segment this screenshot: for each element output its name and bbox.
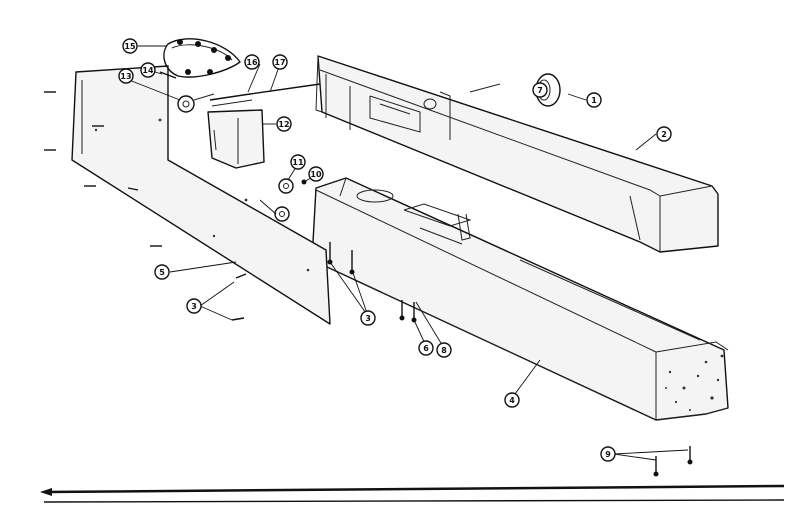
upper-housing-part-2 (315, 55, 719, 253)
svg-text:9: 9 (605, 450, 611, 459)
screws-part-9-bottom (653, 446, 693, 477)
callout-3: 3 (360, 310, 376, 326)
svg-text:13: 13 (120, 72, 131, 81)
callout-12: 12 (276, 116, 292, 132)
svg-text:5: 5 (159, 268, 165, 277)
callout-4: 4 (504, 392, 520, 408)
callout-7: 7 (532, 82, 548, 98)
callout-13: 13 (118, 68, 134, 84)
callout-14: 14 (140, 62, 156, 78)
svg-text:10: 10 (310, 170, 322, 179)
callout-17: 17 (272, 54, 288, 70)
svg-text:7: 7 (537, 86, 543, 95)
callout-5: 5 (154, 264, 170, 280)
pin-part-14 (159, 71, 177, 79)
screws-part-6-8 (399, 300, 417, 323)
motor-bracket-part-12 (207, 109, 265, 169)
callout-16: 16 (244, 54, 260, 70)
svg-text:4: 4 (509, 396, 515, 405)
callout-2: 2 (656, 126, 672, 142)
front-panel-part-1 (71, 65, 331, 325)
svg-text:1: 1 (591, 96, 597, 105)
callout-3-lower: 3 (186, 298, 202, 314)
callout-6: 6 (418, 340, 434, 356)
screws-part-5 (44, 91, 247, 321)
svg-text:3: 3 (191, 302, 197, 311)
callout-11: 11 (290, 154, 306, 170)
leader-lines (123, 45, 689, 461)
base-end-texture (665, 354, 724, 411)
callout-8: 8 (436, 342, 452, 358)
callout-10: 10 (308, 166, 324, 182)
gear-part-13 (177, 93, 215, 113)
sprocket-part-11 (278, 178, 294, 194)
svg-text:2: 2 (661, 130, 667, 139)
svg-text:14: 14 (142, 66, 154, 75)
bottom-rule (40, 484, 785, 503)
shaft-part-16-17 (209, 83, 321, 107)
svg-text:11: 11 (292, 158, 304, 167)
svg-text:3: 3 (365, 314, 371, 323)
svg-text:16: 16 (246, 58, 258, 67)
callout-1: 1 (586, 92, 602, 108)
svg-text:6: 6 (423, 344, 429, 353)
svg-text:12: 12 (278, 120, 289, 129)
chain-part-15 (163, 38, 241, 78)
callout-15: 15 (122, 38, 138, 54)
lower-base-part-4 (311, 177, 729, 421)
svg-text:8: 8 (441, 346, 447, 355)
svg-text:17: 17 (274, 58, 285, 67)
sprocket-part-9 (274, 206, 290, 222)
svg-text:15: 15 (124, 42, 136, 51)
callout-9: 9 (600, 446, 616, 462)
